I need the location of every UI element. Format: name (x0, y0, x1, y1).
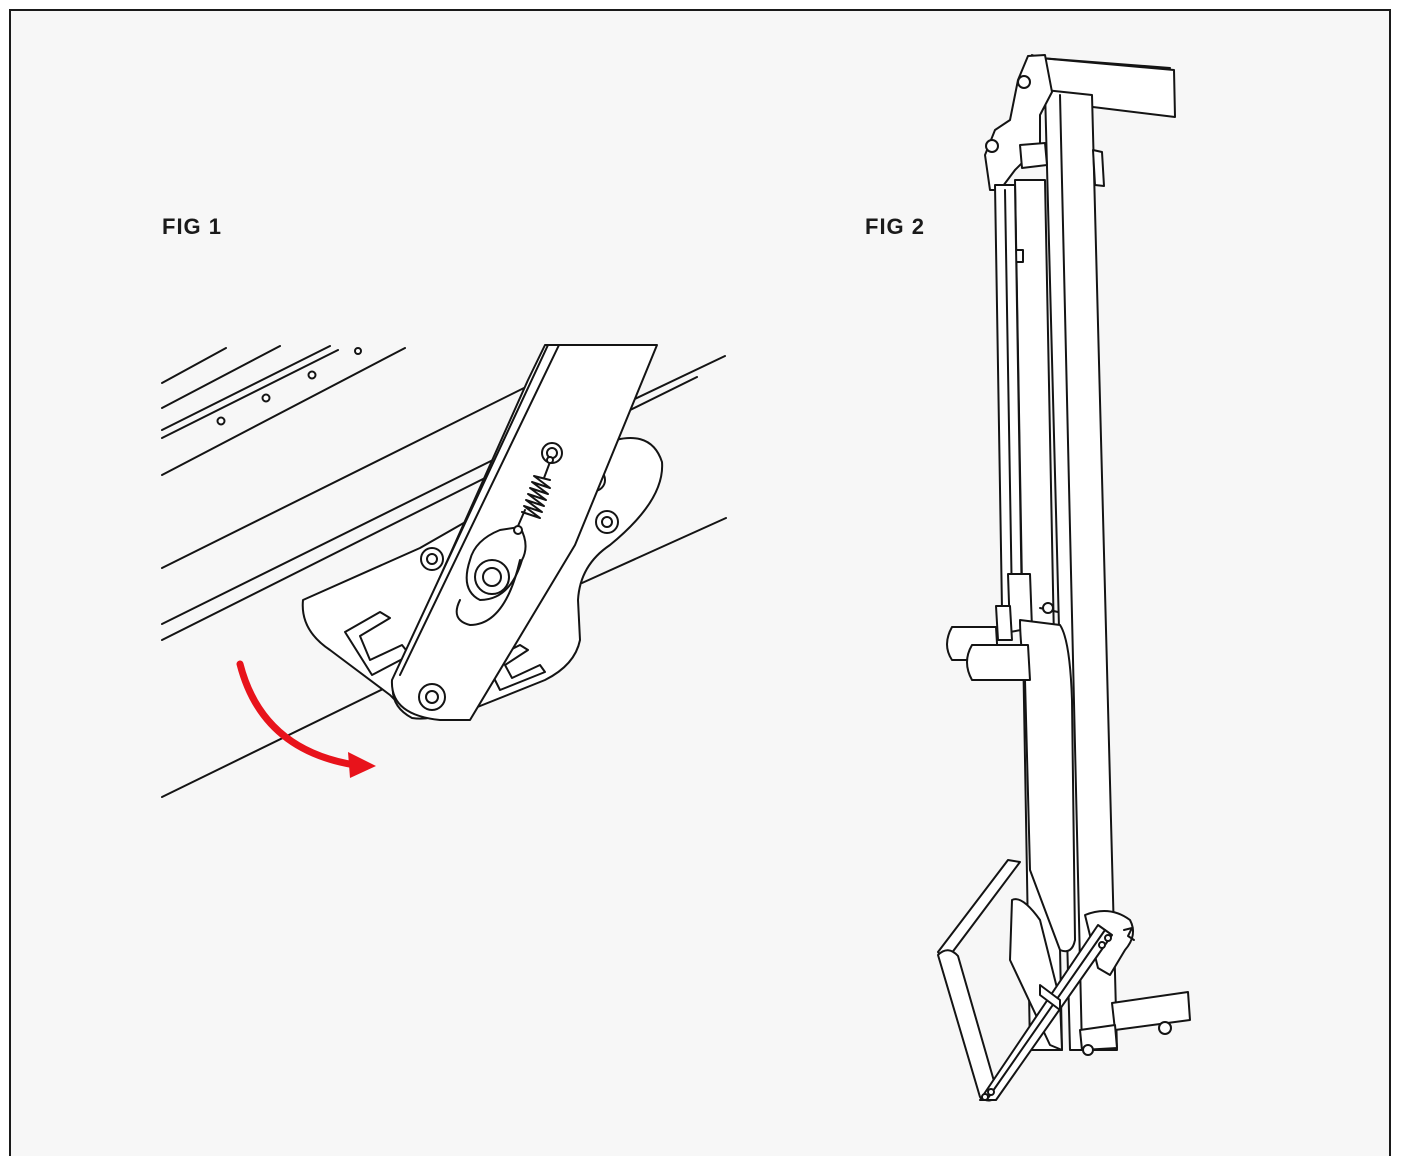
rail-frame (161, 345, 727, 798)
curved-arrow-icon (236, 660, 376, 778)
footrest-frame (937, 859, 1113, 1102)
fig1-label: FIG 1 (162, 214, 223, 239)
foot-pads (946, 626, 1031, 681)
instruction-panel (9, 9, 1391, 1156)
lower-frame (1079, 910, 1191, 1056)
fig2-label: FIG 2 (865, 214, 926, 239)
spring (513, 456, 554, 535)
fold-arm (390, 344, 658, 721)
top-bracket (984, 54, 1053, 263)
slide-rail (994, 184, 1023, 611)
